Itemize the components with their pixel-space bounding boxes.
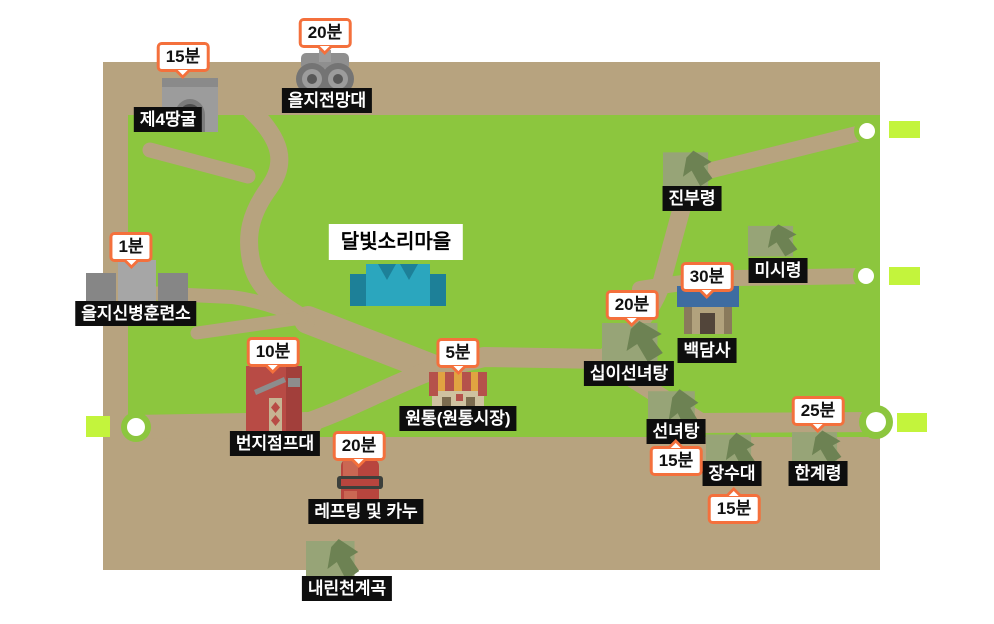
location-label: 을지신병훈련소 [75,301,197,326]
exit-connectors [86,121,927,437]
mountain-icon [306,536,362,582]
exit-connector-south-east [897,413,927,432]
travel-time-badge: 20분 [605,290,659,327]
exit-connector-west [86,416,110,437]
endpoint-west [127,418,145,436]
travel-time-badge: 15분 [707,487,761,524]
mountain-icon [792,428,844,466]
exit-connector-east [889,267,920,285]
location-label: 레프팅 및 카누 [308,499,424,524]
travel-time-badge: 1분 [109,232,153,269]
endpoint-south-east [866,412,886,432]
location-label: 미시령 [748,258,808,283]
location-label: 십이선녀탕 [583,361,675,386]
travel-time-badge: 25분 [791,396,845,433]
location-label: 장수대 [702,461,762,486]
exit-connector-north-east [889,121,920,138]
village-label: 달빛소리마을 [328,224,464,260]
raft-icon [336,459,384,505]
location-label: 진부령 [662,186,722,211]
location-label: 원통(원통시장) [399,406,517,431]
location-label: 한계령 [788,461,848,486]
location-label: 내린천계곡 [301,576,393,601]
travel-time-badge: 20분 [298,18,352,55]
road-endpoints [121,118,893,442]
location-label: 백담사 [677,338,737,363]
location-label: 번지점프대 [229,431,321,456]
tower-icon [246,366,302,438]
mountain-icon [602,318,666,364]
travel-time-badge: 10분 [246,337,300,374]
travel-time-badge: 5분 [436,338,480,375]
location-label: 을지전망대 [281,88,373,113]
location-label: 제4땅굴 [133,107,203,132]
endpoint-east [858,268,874,284]
mountain-icon [748,222,800,258]
travel-time-badge: 15분 [649,439,703,476]
travel-time-badge: 30분 [680,262,734,299]
village-icon [350,264,446,306]
endpoint-north-east [859,123,875,139]
travel-time-badge: 20분 [332,431,386,468]
travel-time-badge: 15분 [156,42,210,79]
mountain-icon [663,148,715,188]
